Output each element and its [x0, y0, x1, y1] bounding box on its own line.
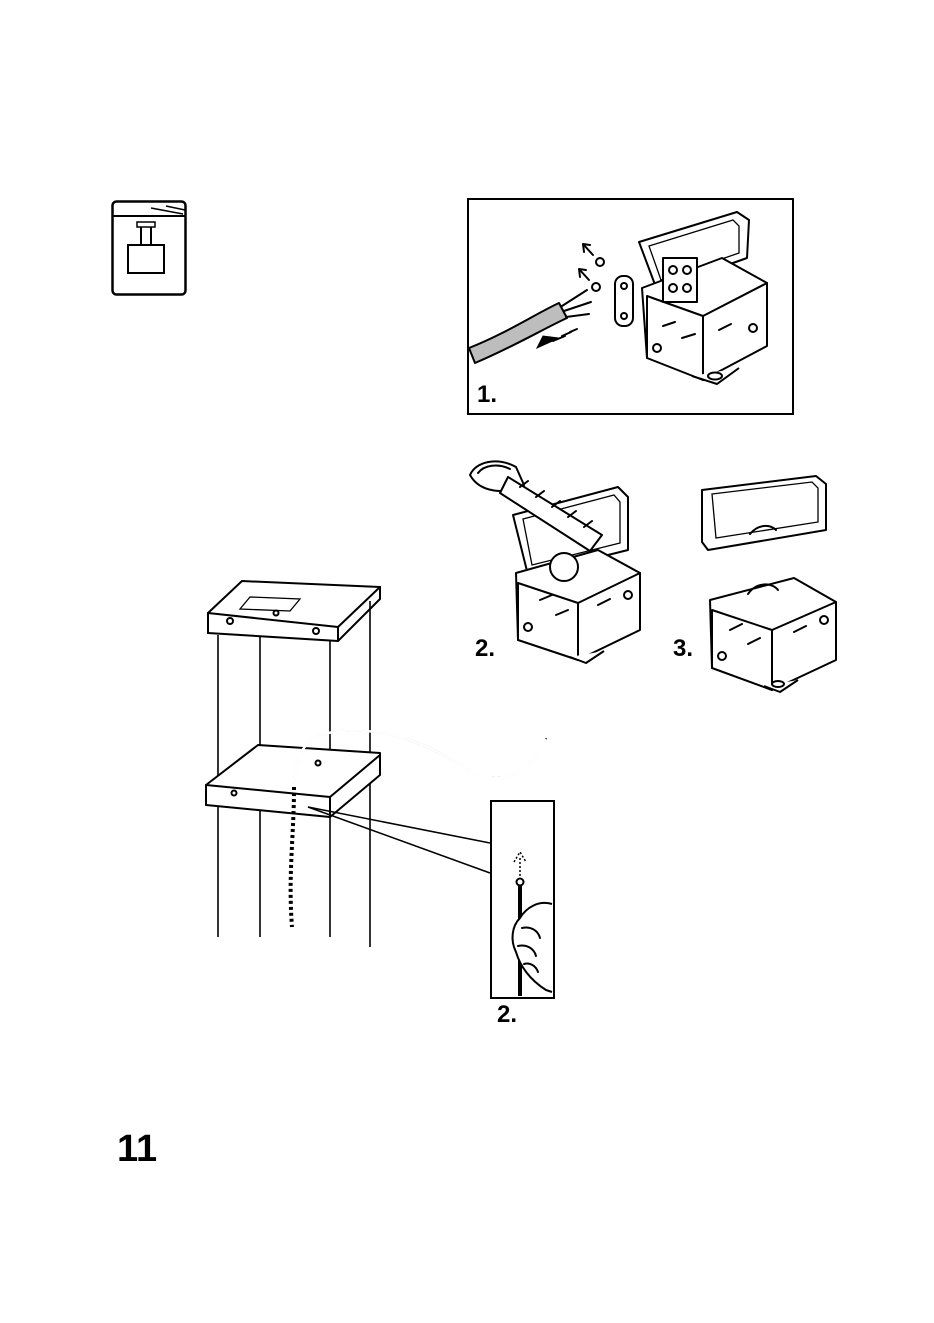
step1-label: 1.	[477, 383, 497, 407]
step3-label: 3.	[673, 637, 693, 661]
page-number: 11	[117, 1130, 157, 1168]
junction-box-separated-illustration	[698, 470, 838, 700]
detail-step-label: 2.	[497, 1003, 517, 1027]
hood-mounting-icon	[111, 200, 187, 296]
hand-icon	[490, 800, 555, 999]
power-cable-icon	[469, 303, 567, 363]
junction-box-icon	[467, 198, 797, 418]
